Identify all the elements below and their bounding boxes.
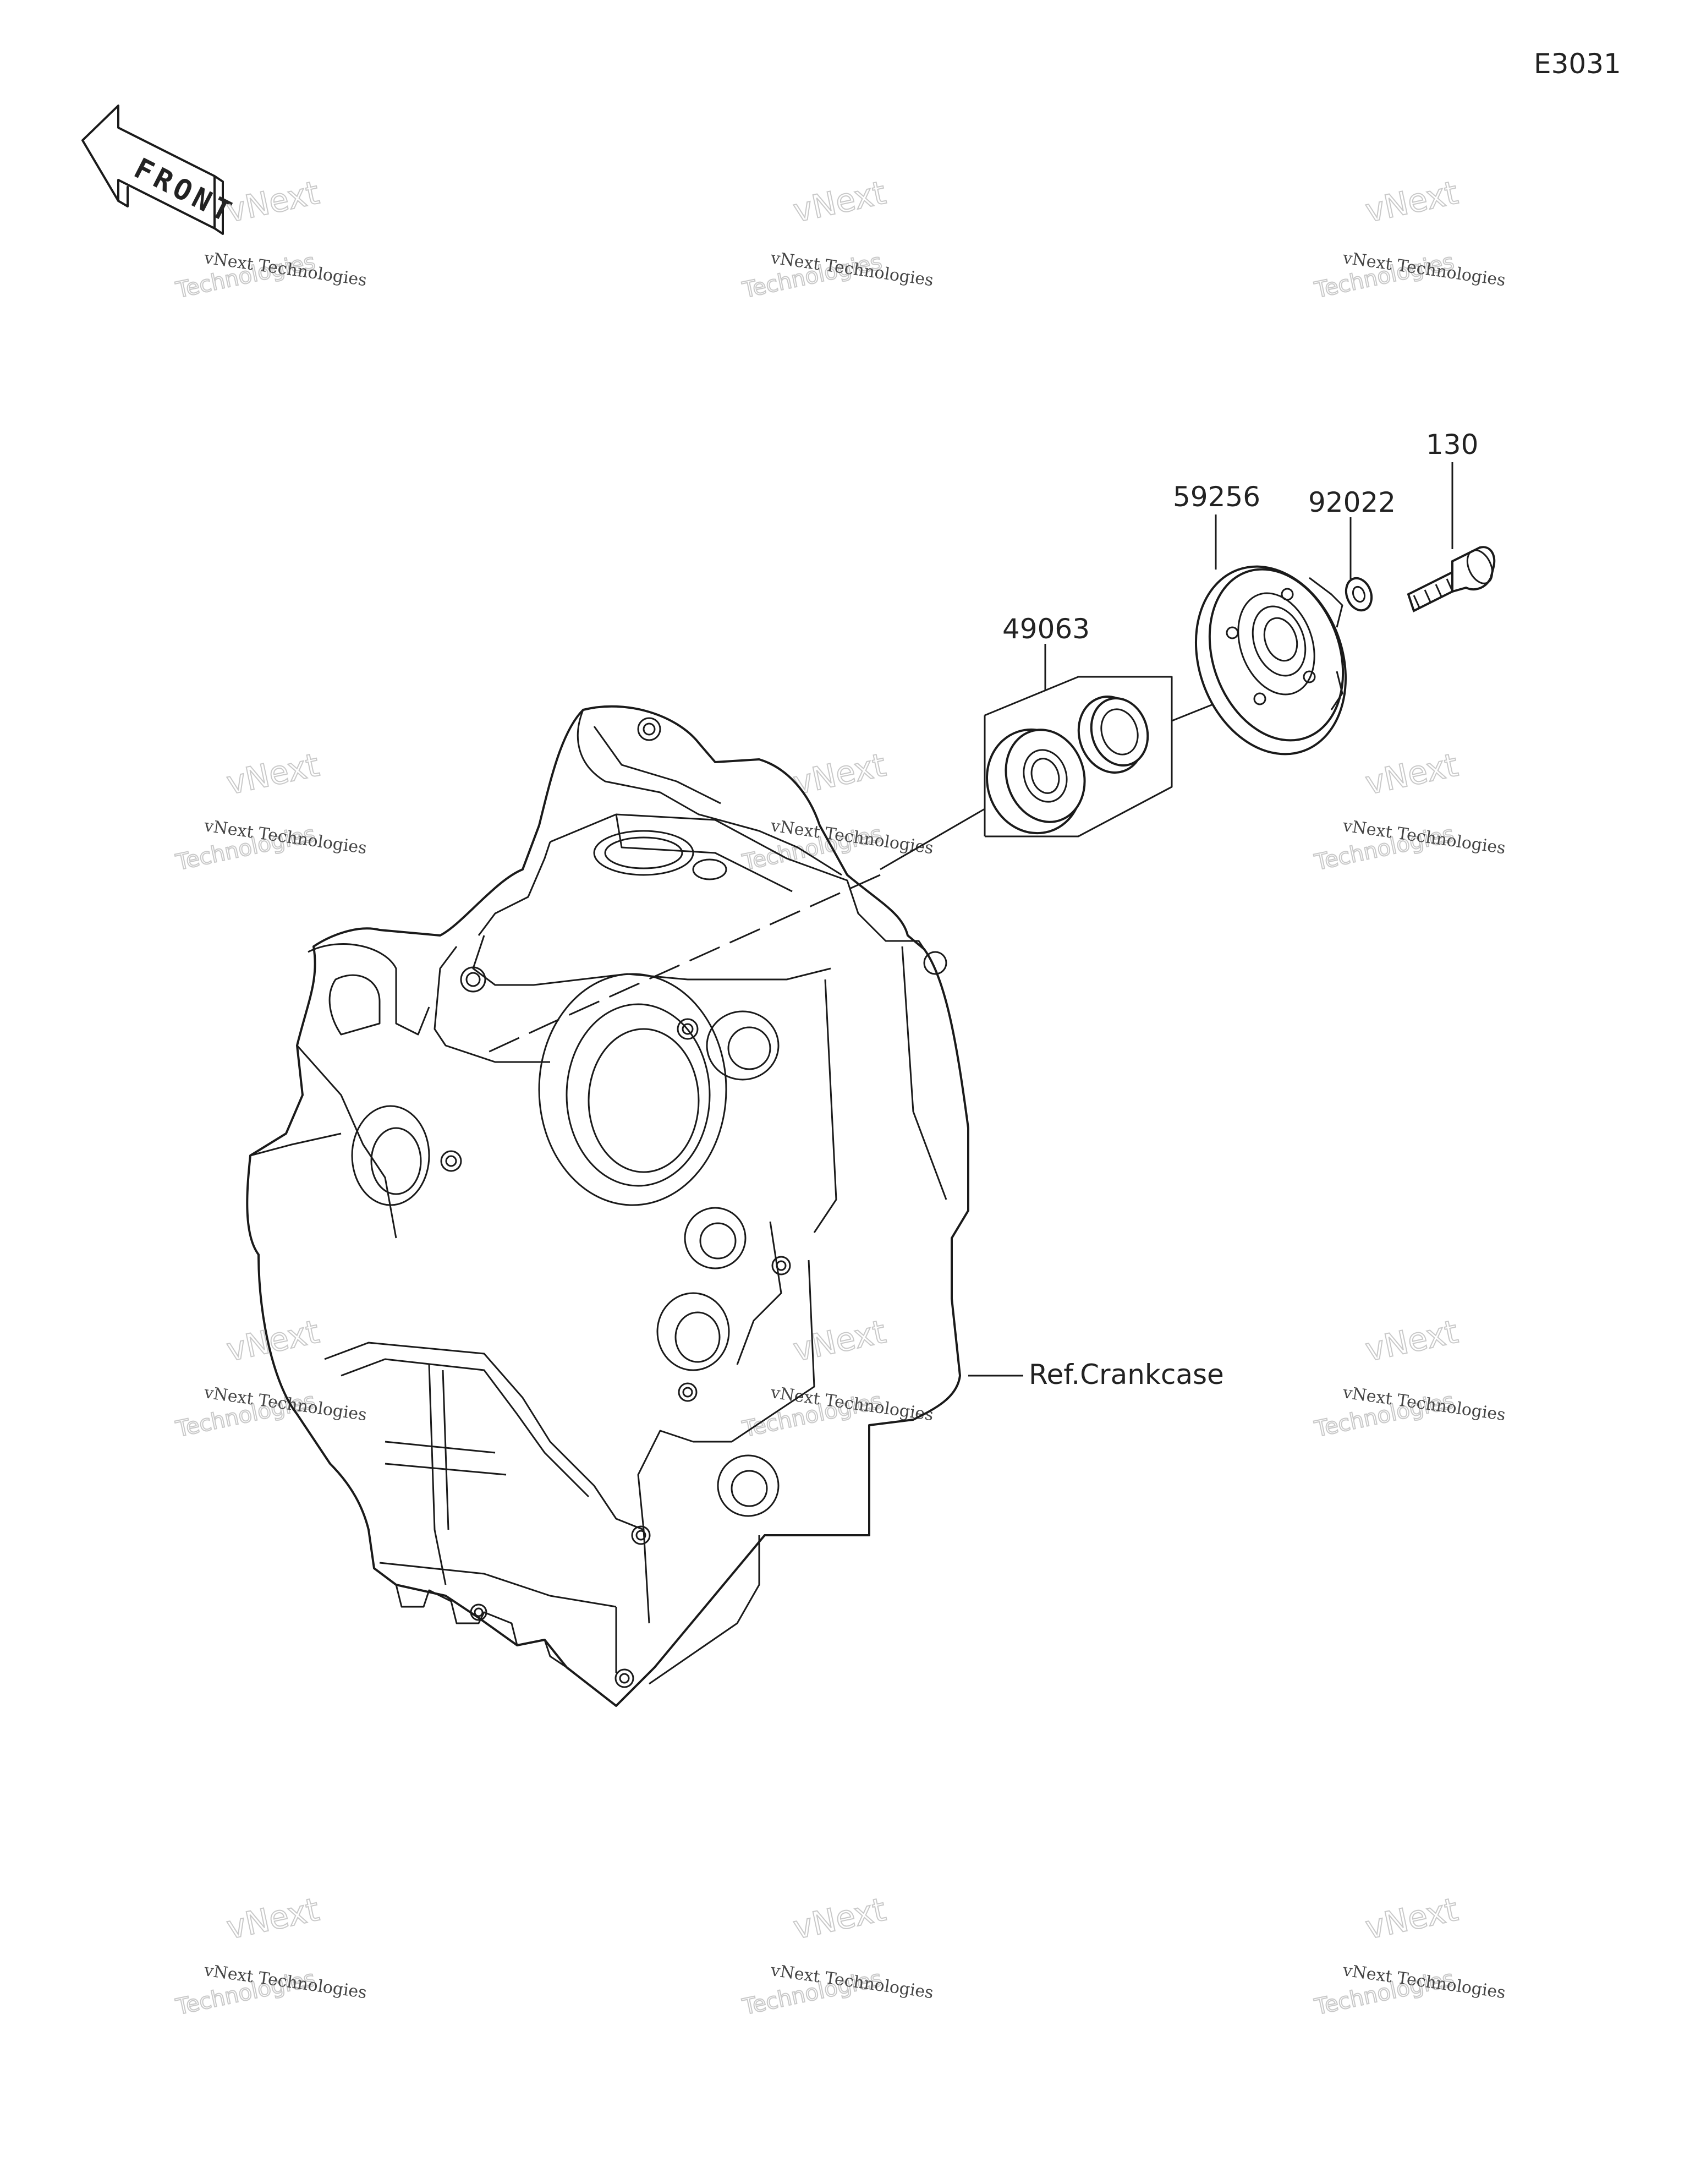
washer-92022 (1345, 577, 1373, 612)
watermark: vNext Technologies (739, 1890, 890, 2021)
bracket (984, 676, 1173, 838)
svg-text:vNext: vNext (790, 1891, 889, 1947)
svg-text:vNext: vNext (1362, 746, 1461, 802)
leader-lines (880, 462, 1453, 1377)
callout-49063: 49063 (1002, 613, 1090, 645)
watermark: vNext Technologies (173, 1312, 323, 1443)
callout-ref-crankcase: Ref.Crankcase (1029, 1359, 1224, 1391)
crankcase-drawing (246, 705, 969, 1707)
svg-text:vNext: vNext (223, 174, 322, 230)
svg-text:vNext: vNext (790, 1313, 889, 1369)
svg-text:vNext: vNext (1362, 1891, 1461, 1947)
watermark: vNext Technologies (1312, 1890, 1462, 2021)
bolt-130 (1407, 546, 1496, 612)
svg-text:vNext: vNext (1362, 1313, 1461, 1369)
plate-59256 (1194, 565, 1347, 756)
callout-92022: 92022 (1308, 486, 1396, 518)
callout-130: 130 (1426, 429, 1478, 461)
front-arrow-icon: FRONT (81, 105, 240, 235)
diagram-code: E3031 (1534, 48, 1621, 80)
svg-text:vNext: vNext (223, 1891, 322, 1947)
callout-59256: 59256 (1173, 481, 1260, 513)
watermark: vNext Technologies (739, 173, 890, 304)
watermark-grid: vNext Technologies vNext Technologies vN… (173, 173, 1507, 2021)
svg-text:vNext: vNext (790, 174, 889, 230)
svg-text:vNext: vNext (223, 746, 322, 802)
watermark: vNext Technologies (173, 1890, 323, 2021)
watermark: vNext Technologies (173, 746, 323, 876)
svg-text:vNext: vNext (1362, 174, 1461, 230)
watermark: vNext Technologies (1312, 1312, 1462, 1443)
watermark: vNext Technologies (1312, 173, 1462, 304)
watermark: vNext Technologies (1312, 746, 1462, 876)
oil-seal-49063 (984, 676, 1173, 838)
